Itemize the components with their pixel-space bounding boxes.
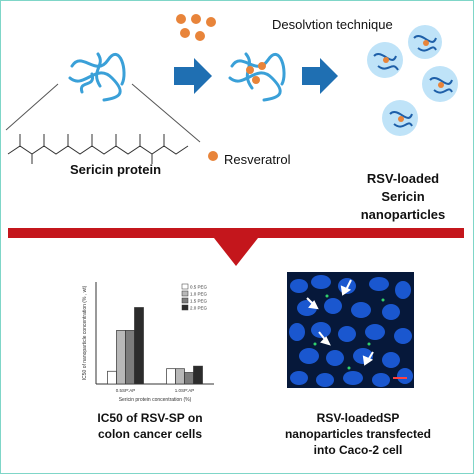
microscopy-caption-line3: into Caco-2 cell (313, 443, 403, 457)
sericin-coil-icon (68, 52, 126, 102)
arrow-markers (306, 279, 374, 366)
funnel-line-left (5, 83, 59, 131)
microscopy-caption-line2: nanoparticles transfected (284, 427, 432, 441)
bar (134, 307, 144, 385)
microscopy-image (287, 272, 414, 388)
bar (116, 330, 126, 385)
x-axis-label: Sericin protein concentration (%) (119, 397, 192, 403)
nanoparticle-label-line2: nanoparticles (360, 207, 446, 222)
nanoparticles-icon (367, 25, 458, 136)
sericin-structure (7, 134, 189, 164)
arrow-right-1-icon (174, 58, 212, 94)
technique-label: Desolvtion technique (272, 17, 393, 32)
bar (184, 372, 194, 385)
bar (175, 368, 185, 385)
cell-nuclei-graphic (289, 275, 413, 387)
nanoparticle-label-line1: RSV-loaded Sericin (366, 171, 440, 204)
legend-label: 0.5 PEG (190, 285, 208, 290)
chart-caption-line1: IC50 of RSV-SP on (97, 411, 203, 425)
resveratrol-dots (176, 14, 216, 41)
legend-swatch (181, 297, 189, 304)
arrow-right-2-icon (302, 58, 338, 94)
x-tick-label: 0.5SP:AP (116, 388, 136, 393)
legend-swatch (181, 304, 189, 311)
bar (107, 370, 117, 385)
chart-caption: IC50 of RSV-SP on colon cancer cells (60, 410, 240, 442)
nanoparticle-label: RSV-loaded Sericin nanoparticles (344, 170, 462, 224)
protein-label: Sericin protein (70, 162, 162, 177)
legend-label: 2.0 PEG (190, 306, 208, 311)
bar (166, 368, 176, 385)
legend-label: 1.0 PEG (190, 292, 208, 297)
microscopy-caption: RSV-loadedSP nanoparticles transfected i… (268, 410, 448, 458)
divider-bar (8, 228, 464, 238)
resveratrol-label: Resveratrol (224, 152, 291, 167)
bar (193, 365, 203, 385)
arrow-down-icon (214, 238, 258, 266)
loaded-coil-icon (228, 52, 286, 102)
legend-label: 1.5 PEG (190, 299, 208, 304)
x-tick-label: 1.0SP:AP (175, 388, 195, 393)
y-axis-label: IC50 of nanoparticle concentration (% , … (82, 285, 88, 380)
chart-caption-line2: colon cancer cells (97, 427, 203, 441)
funnel-line-right (131, 83, 201, 143)
microscopy-caption-line1: RSV-loadedSP (316, 411, 400, 425)
ic50-bar-chart: 0.5SP:AP 1.0SP:AP Sericin protein concentr… (82, 282, 214, 403)
bar (125, 330, 135, 385)
legend-swatch (181, 290, 189, 297)
legend-swatch (181, 283, 189, 290)
resveratrol-legend-dot (208, 151, 218, 161)
